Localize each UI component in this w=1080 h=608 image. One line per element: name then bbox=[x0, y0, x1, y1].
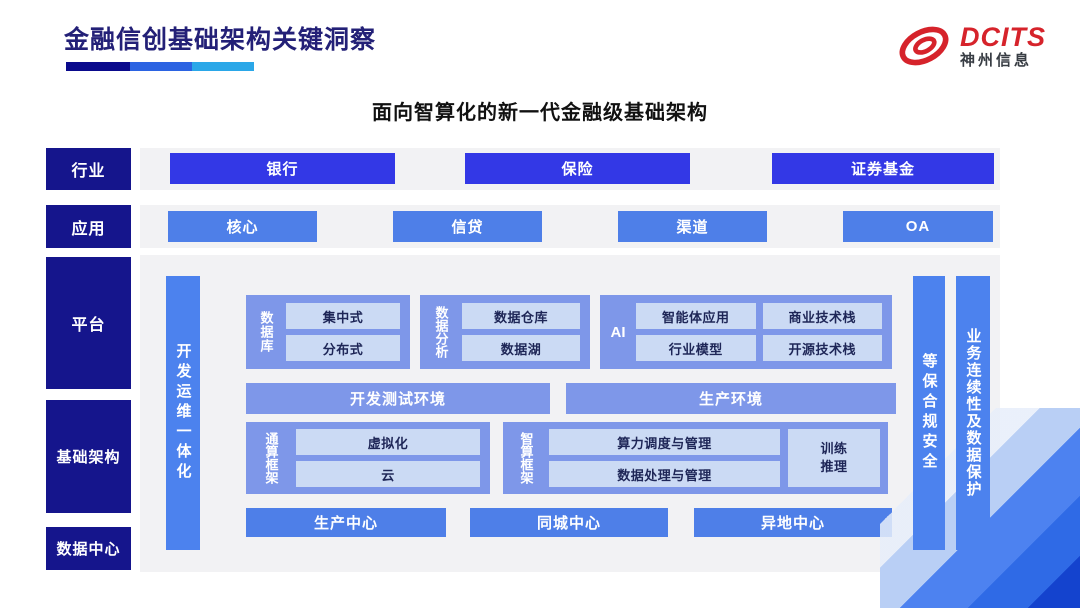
database-group: 数据库 集中式 分布式 bbox=[246, 295, 410, 369]
devops-bar: 开发运维一体化 bbox=[166, 276, 200, 550]
title-underline bbox=[66, 62, 254, 71]
same-city-center: 同城中心 bbox=[470, 508, 668, 537]
side-label-application: 应用 bbox=[46, 205, 131, 248]
ai-commercial-stack: 商业技术栈 bbox=[762, 303, 882, 329]
side-label-industry: 行业 bbox=[46, 148, 131, 190]
security-compliance-label: 等保合规安全 bbox=[920, 353, 938, 473]
industry-insurance: 保险 bbox=[465, 153, 690, 184]
general-compute-label: 通算框架 bbox=[263, 432, 279, 484]
remote-center: 异地中心 bbox=[694, 508, 892, 537]
cloud-box: 云 bbox=[296, 461, 480, 487]
analytics-group-label: 数据分析 bbox=[433, 306, 449, 358]
app-credit: 信贷 bbox=[393, 211, 542, 242]
general-compute-group: 通算框架 虚拟化 云 bbox=[246, 422, 490, 494]
industry-bank: 银行 bbox=[170, 153, 395, 184]
side-label-infrastructure: 基础架构 bbox=[46, 400, 131, 513]
ai-compute-label: 智算框架 bbox=[518, 432, 534, 484]
underline-segment-navy bbox=[66, 62, 130, 71]
analytics-warehouse: 数据仓库 bbox=[462, 303, 580, 329]
virtualization-box: 虚拟化 bbox=[296, 429, 480, 455]
business-continuity-bar: 业务连续性及数据保护 bbox=[956, 276, 990, 550]
db-distributed: 分布式 bbox=[286, 335, 400, 361]
data-processing-box: 数据处理与管理 bbox=[549, 461, 780, 487]
ai-opensource-stack: 开源技术栈 bbox=[762, 335, 882, 361]
diagram-title: 面向智算化的新一代金融级基础架构 bbox=[372, 102, 708, 124]
ai-group-label: AI bbox=[610, 323, 626, 341]
production-center: 生产中心 bbox=[246, 508, 446, 537]
training-inference-box: 训练 推理 bbox=[788, 429, 880, 487]
page-title: 金融信创基础架构关键洞察 bbox=[64, 26, 377, 54]
app-oa: OA bbox=[843, 211, 993, 242]
underline-segment-sky bbox=[192, 62, 254, 71]
ai-industry-models: 行业模型 bbox=[636, 335, 756, 361]
business-continuity-label: 业务连续性及数据保护 bbox=[964, 328, 982, 498]
industry-securities: 证券基金 bbox=[772, 153, 994, 184]
devops-bar-label: 开发运维一体化 bbox=[174, 343, 192, 483]
side-label-platform: 平台 bbox=[46, 257, 131, 389]
production-environment: 生产环境 bbox=[566, 383, 896, 414]
compute-scheduling-box: 算力调度与管理 bbox=[549, 429, 780, 455]
ai-agent-apps: 智能体应用 bbox=[636, 303, 756, 329]
app-core: 核心 bbox=[168, 211, 317, 242]
logo-subbrand-text: 神州信息 bbox=[960, 52, 1033, 70]
logo-brand-text: DCITS bbox=[960, 21, 1046, 52]
underline-segment-blue bbox=[130, 62, 192, 71]
side-label-datacenter: 数据中心 bbox=[46, 527, 131, 570]
analytics-group: 数据分析 数据仓库 数据湖 bbox=[420, 295, 590, 369]
company-logo: DCITS 神州信息 bbox=[896, 18, 1046, 74]
dcits-swirl-icon bbox=[899, 26, 949, 66]
app-channel: 渠道 bbox=[618, 211, 767, 242]
db-centralized: 集中式 bbox=[286, 303, 400, 329]
security-compliance-bar: 等保合规安全 bbox=[913, 276, 945, 550]
ai-group: AI 智能体应用 商业技术栈 行业模型 开源技术栈 bbox=[600, 295, 892, 369]
dev-test-environment: 开发测试环境 bbox=[246, 383, 550, 414]
database-group-label: 数据库 bbox=[258, 311, 274, 353]
analytics-lake: 数据湖 bbox=[462, 335, 580, 361]
ai-compute-group: 智算框架 算力调度与管理 数据处理与管理 训练 推理 bbox=[503, 422, 888, 494]
